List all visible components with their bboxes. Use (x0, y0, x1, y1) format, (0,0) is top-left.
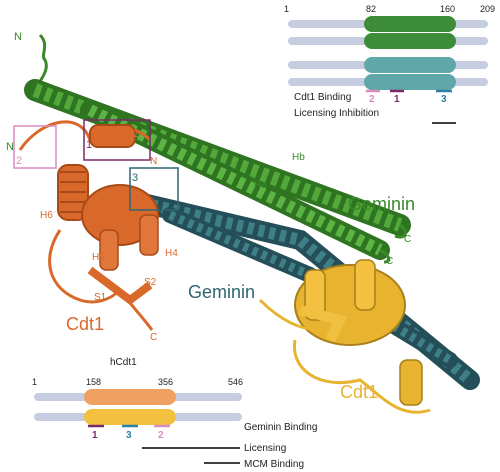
geminin-tick-1: 1 (284, 4, 289, 14)
geminin-mark-2: 2 (369, 94, 375, 105)
geminin-domain-panel: 1 82 160 209 2 1 3 Cdt1 Binding Licensin… (284, 4, 495, 124)
geminin-teal-title: Geminin (188, 282, 255, 302)
s2-label: S2 (144, 277, 157, 288)
cdt1-domain-panel: hCdt1 1 158 356 546 1 3 2 Geminin Bindin… (32, 357, 317, 470)
h1h2-label: H1/H2 (108, 128, 139, 140)
cdt1-gold-domain (258, 259, 431, 414)
geminin-mark-1: 1 (394, 94, 400, 105)
cdt1-gold-domain-bar (84, 409, 176, 425)
hcdt1-title: hCdt1 (110, 357, 137, 368)
box-1-label: 1 (86, 139, 92, 151)
licensing-inhibition-label: Licensing Inhibition (294, 108, 379, 119)
cdt1-mark-3: 3 (126, 430, 132, 441)
geminin-green-helices (24, 33, 411, 264)
geminin-tick-209: 209 (480, 4, 495, 14)
geminin-green-domain-2 (364, 33, 456, 49)
cdt1-gold-title: Cdt1 (340, 382, 378, 402)
h6-label: H6 (40, 210, 53, 221)
interface-box-2 (13, 125, 57, 169)
geminin-teal-domain-2 (364, 74, 456, 90)
n-small-label: N (150, 156, 157, 167)
h3-label: H3 (116, 196, 129, 207)
cdt1-n-terminus: N (6, 141, 14, 153)
hb-label: Hb (292, 152, 305, 163)
cdt1-mark-2: 2 (158, 430, 164, 441)
geminin-mark-3: 3 (441, 94, 447, 105)
h4-label: H4 (165, 248, 178, 259)
geminin-n-terminus: N (14, 31, 22, 43)
cdt1-orange-domain-bar (84, 389, 176, 405)
geminin-tick-160: 160 (440, 4, 455, 14)
geminin-green-domain-1 (364, 16, 456, 32)
s1-label: S1 (94, 292, 107, 303)
h5-label: H5 (92, 252, 105, 263)
interface-box-1 (83, 119, 151, 161)
geminin-teal-domain-1 (364, 57, 456, 73)
cdt1-tick-1: 1 (32, 377, 37, 387)
cdt1-tick-356: 356 (158, 377, 173, 387)
mcm-binding-label: MCM Binding (244, 459, 304, 470)
geminin-green-title: Geminin (348, 194, 415, 214)
interface-box-3 (129, 167, 179, 211)
geminin-binding-label: Geminin Binding (244, 422, 317, 433)
cdt1-mark-1: 1 (92, 430, 98, 441)
box-3-label: 3 (132, 172, 138, 184)
box-2-label: 2 (16, 155, 22, 167)
cdt1-tick-158: 158 (86, 377, 101, 387)
geminin-tick-82: 82 (366, 4, 376, 14)
ha-label: Ha (254, 180, 267, 191)
cdt1-orange-domain (18, 120, 159, 331)
geminin-c-terminus-2: C (386, 256, 393, 267)
geminin-c-terminus-1: C (404, 234, 411, 245)
cdt1-tick-546: 546 (228, 377, 243, 387)
cdt1-c-terminus: C (150, 332, 157, 343)
cdt1-binding-label: Cdt1 Binding (294, 92, 351, 103)
cdt1-orange-title: Cdt1 (66, 314, 104, 334)
licensing-label: Licensing (244, 443, 286, 454)
